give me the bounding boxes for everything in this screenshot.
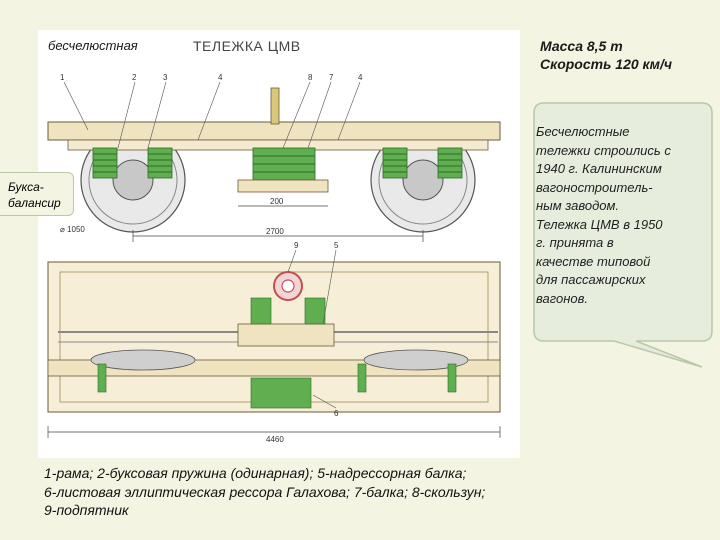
plan-bolster	[237, 323, 335, 347]
center-pin	[270, 87, 280, 125]
bogie-drawing: 1 2 3 4 8 7 4 9 5 6 200 ⌀ 1050 2700 4460	[38, 30, 520, 458]
dimension-overall-length: 4460	[266, 435, 284, 444]
bogie-drawing-svg: 1 2 3 4 8 7 4 9 5 6 200 ⌀ 1050 2700 4460	[47, 73, 501, 444]
plan-wheel-right	[363, 349, 469, 371]
legend-line: 6-листовая эллиптическая рессора Галахов…	[44, 483, 486, 500]
plan-springs	[97, 297, 457, 409]
legend-line: 1-рама; 2-буксовая пружина (одинарная); …	[44, 465, 467, 481]
bubble-line: тележки строились с	[536, 142, 671, 158]
part-number-4b: 4	[358, 73, 363, 82]
bubble-line: 1940 г. Калининским	[536, 161, 662, 176]
bubble-line: вагонов.	[536, 290, 589, 306]
bubble-line: ным заводом.	[536, 198, 620, 213]
drawing-subtitle: бесчелюстная	[48, 38, 138, 53]
bubble-line: качестве типовой	[536, 253, 651, 269]
axlebox-spring-left	[92, 147, 173, 179]
parts-legend: 1-рама; 2-буксовая пружина (одинарная); …	[44, 464, 624, 520]
spec-speed: Скорость 120 км/ч	[540, 56, 673, 72]
plan-view	[47, 249, 501, 438]
part-number-9: 9	[294, 241, 299, 250]
bubble-line: Бесчелюстные	[536, 124, 630, 139]
side-view	[47, 81, 501, 242]
axlebox-spring-right	[382, 147, 463, 179]
bubble-line: г. принята в	[536, 235, 614, 250]
part-number-5: 5	[334, 241, 339, 250]
dimension-200: 200	[270, 197, 284, 206]
part-number-7: 7	[329, 73, 334, 82]
bubble-line: вагоностроитель-	[536, 179, 653, 195]
drawing-title: ТЕЛЕЖКА ЦМВ	[193, 38, 301, 54]
plan-wheel-left	[90, 349, 196, 371]
bolster-springs	[237, 147, 329, 193]
part-number-3: 3	[163, 73, 168, 82]
frame-side-beam	[47, 121, 501, 141]
bubble-line: Тележка ЦМВ в 1950	[536, 216, 663, 232]
part-number-4a: 4	[218, 73, 223, 82]
callout-axlebox-balancer: Букса- балансир	[0, 172, 74, 216]
dimension-wheelbase: 2700	[266, 227, 284, 236]
dimension-wheel-diameter: ⌀ 1050	[60, 225, 85, 234]
bubble-line: для пассажирских	[536, 272, 646, 287]
spec-mass: Масса 8,5 т	[540, 38, 623, 54]
bubble-text: Бесчелюстные тележки строились с 1940 г.…	[536, 123, 706, 308]
speech-bubble	[533, 102, 713, 368]
legend-line: 9-подпятник	[44, 502, 129, 518]
part-number-6: 6	[334, 409, 339, 418]
part-number-2: 2	[132, 73, 137, 82]
part-number-8: 8	[308, 73, 313, 82]
part-number-1: 1	[60, 73, 65, 82]
